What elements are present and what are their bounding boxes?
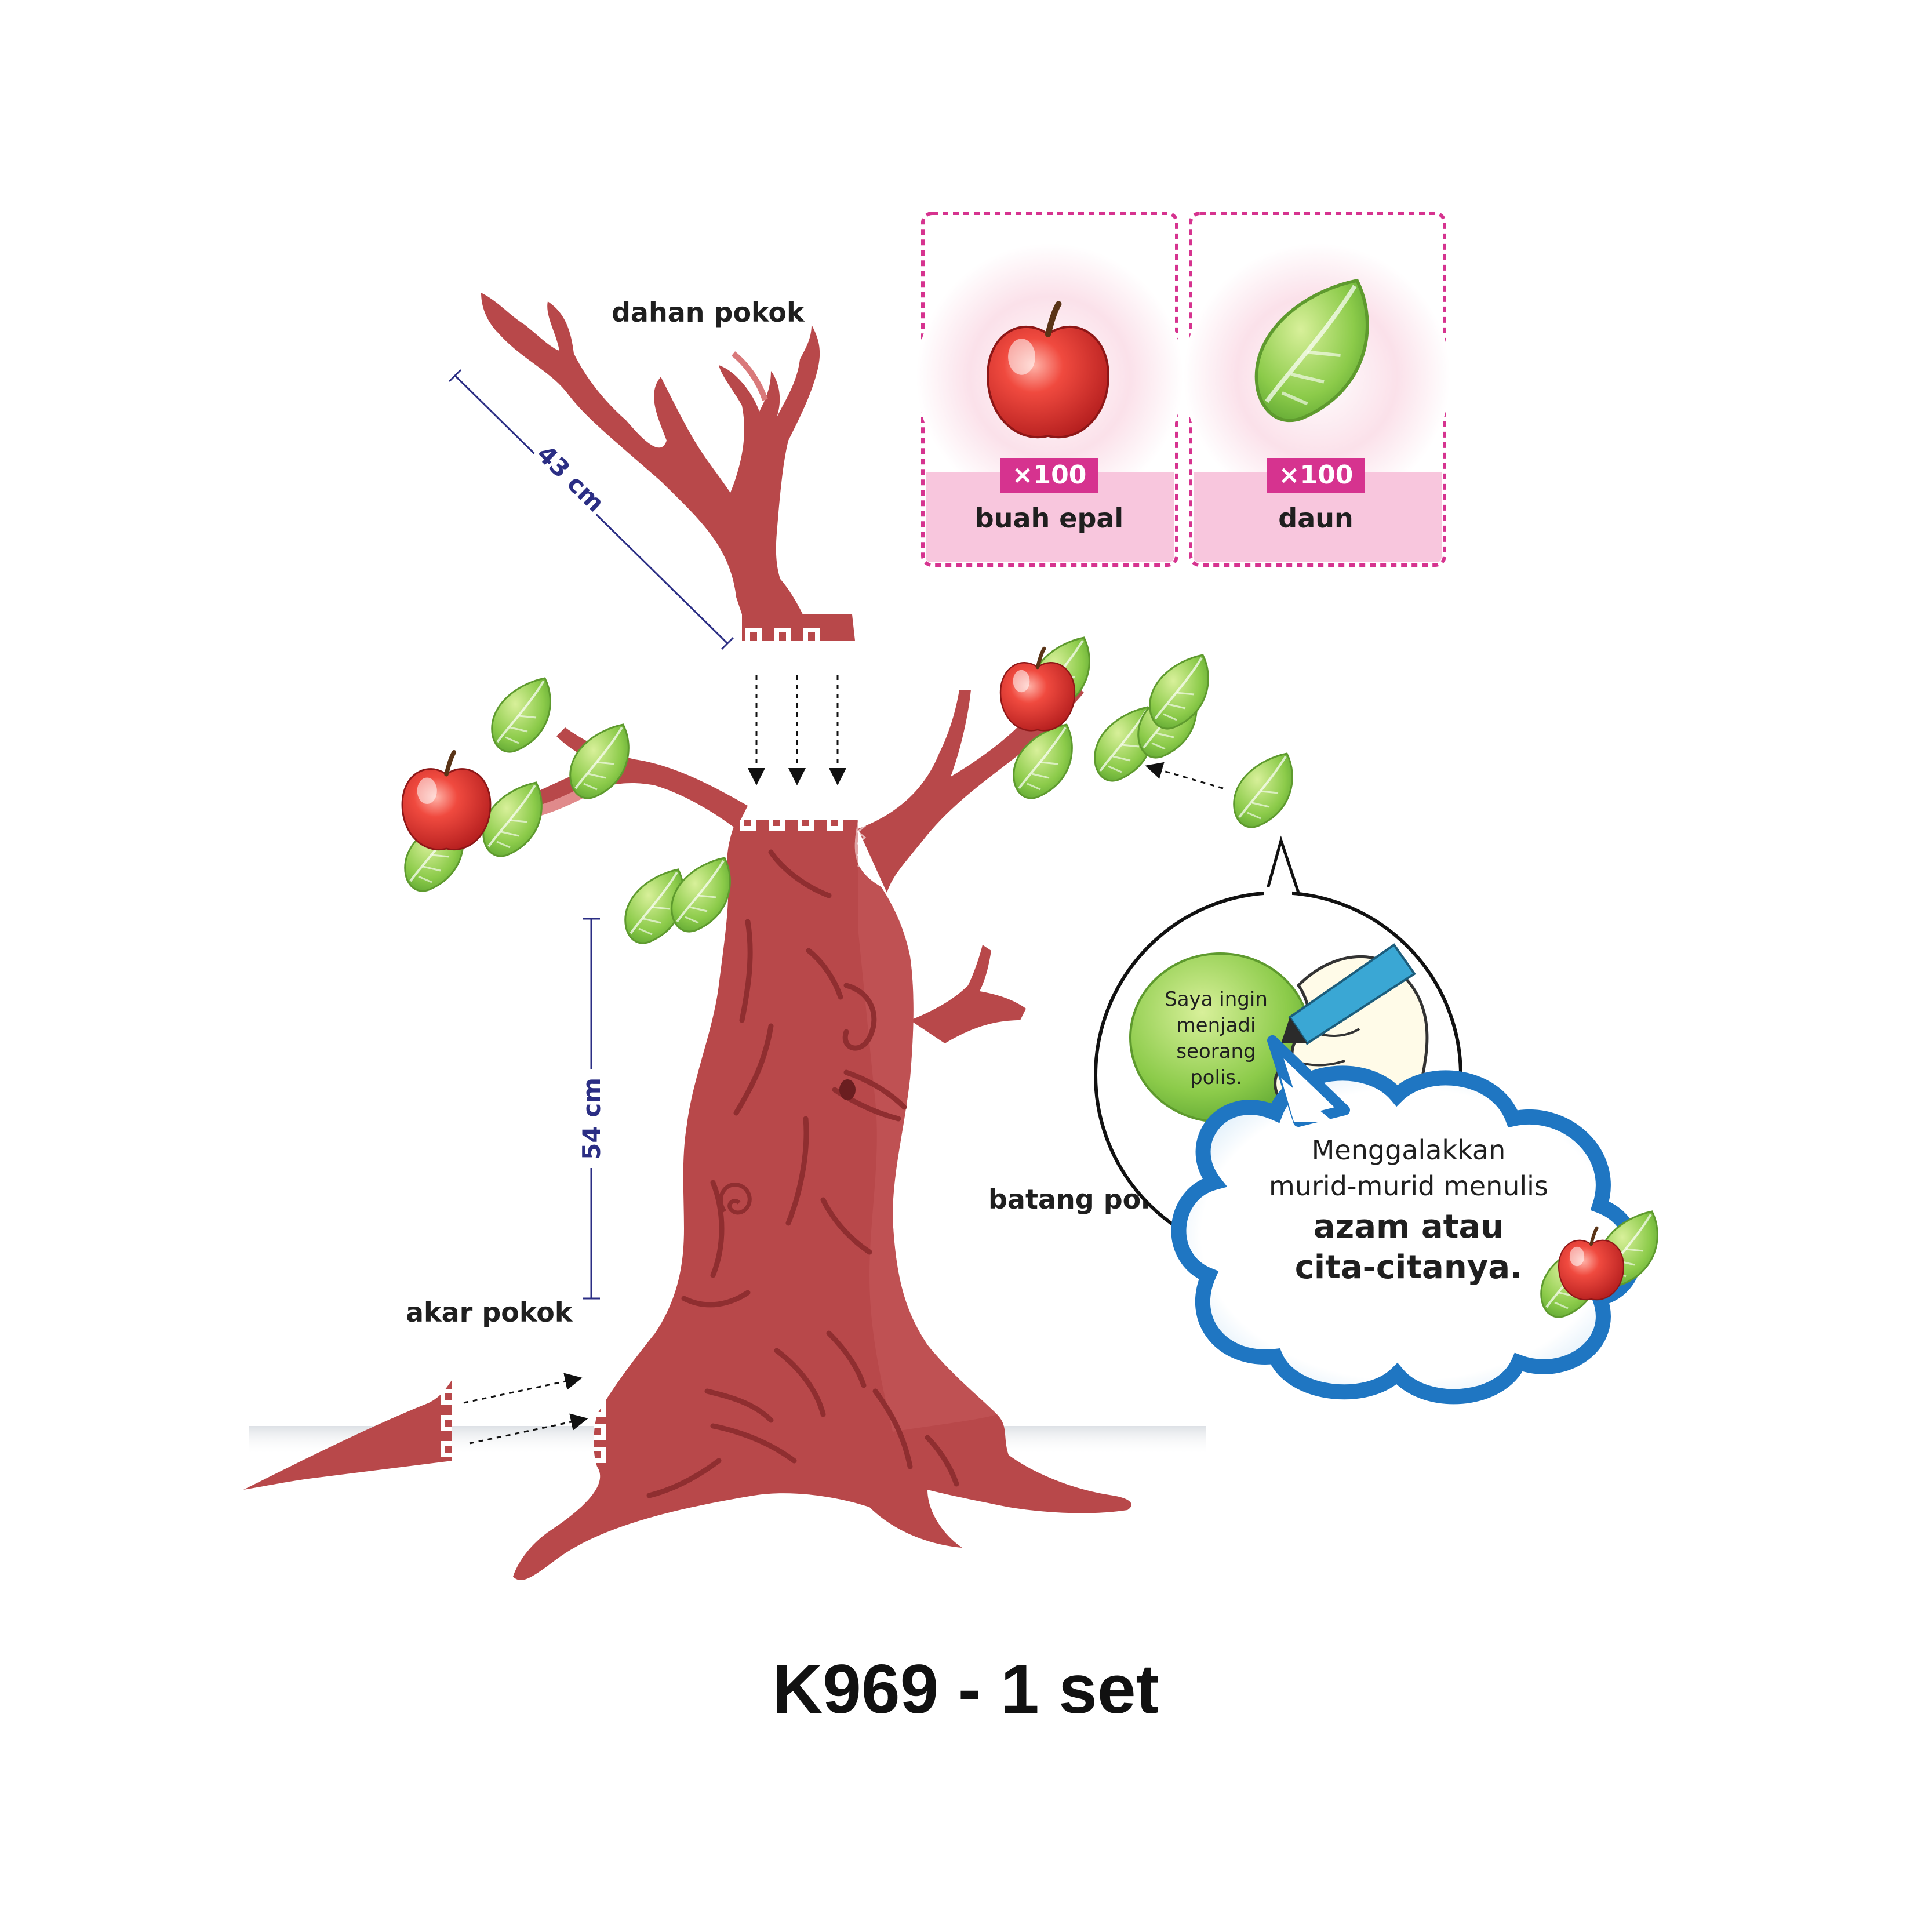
root-piece	[243, 1380, 452, 1490]
root-label: akar pokok	[406, 1297, 573, 1328]
leaf-icon	[569, 723, 630, 800]
branch-label: dahan pokok	[612, 297, 805, 328]
branch-piece	[481, 293, 855, 641]
branch-join-arrows	[748, 675, 846, 785]
bubble-line-2: murid-murid menulis	[1269, 1170, 1548, 1202]
tree-trunk	[513, 681, 1131, 1580]
trunk-height-label: 54 cm	[577, 1078, 606, 1160]
leaf-icon	[670, 857, 732, 933]
apple-quantity: ×100	[1012, 460, 1087, 490]
bubble-line-4: cita-citanya.	[1295, 1249, 1523, 1286]
leaf-icon	[1232, 752, 1294, 829]
apple-icon	[402, 752, 490, 850]
leaf-icon	[490, 677, 552, 754]
piece-card-leaf: ×100 daun	[1184, 212, 1450, 567]
apple-label: buah epal	[975, 503, 1123, 534]
leaf-icon	[482, 781, 543, 858]
example-leaf-line-3: seorang	[1176, 1040, 1256, 1063]
bubble-line-3: azam atau	[1314, 1208, 1504, 1246]
speech-bubble: Menggalakkan murid-murid menulis azam at…	[1171, 1035, 1659, 1405]
bubble-line-1: Menggalakkan	[1312, 1134, 1506, 1166]
product-code: K969 - 1 set	[772, 1650, 1159, 1728]
leaf-quantity: ×100	[1279, 460, 1354, 490]
example-leaf-text: Saya ingin menjadi seorang polis.	[1165, 988, 1268, 1089]
example-leaf-line-4: polis.	[1190, 1066, 1242, 1089]
leaf-label: daun	[1278, 503, 1353, 534]
pieces-panel: ×100 buah epal ×100 daun	[916, 212, 1450, 567]
pencil-icon	[1281, 943, 1416, 1045]
example-leaf-line-2: menjadi	[1177, 1014, 1256, 1037]
leaf-icon	[1148, 654, 1210, 730]
trunk-dimension: 54 cm	[571, 918, 612, 1300]
root-join-arrows	[463, 1373, 588, 1445]
written-leaf-callout	[1145, 752, 1294, 829]
piece-card-apple: ×100 buah epal	[916, 212, 1183, 567]
example-leaf-line-1: Saya ingin	[1165, 988, 1268, 1011]
